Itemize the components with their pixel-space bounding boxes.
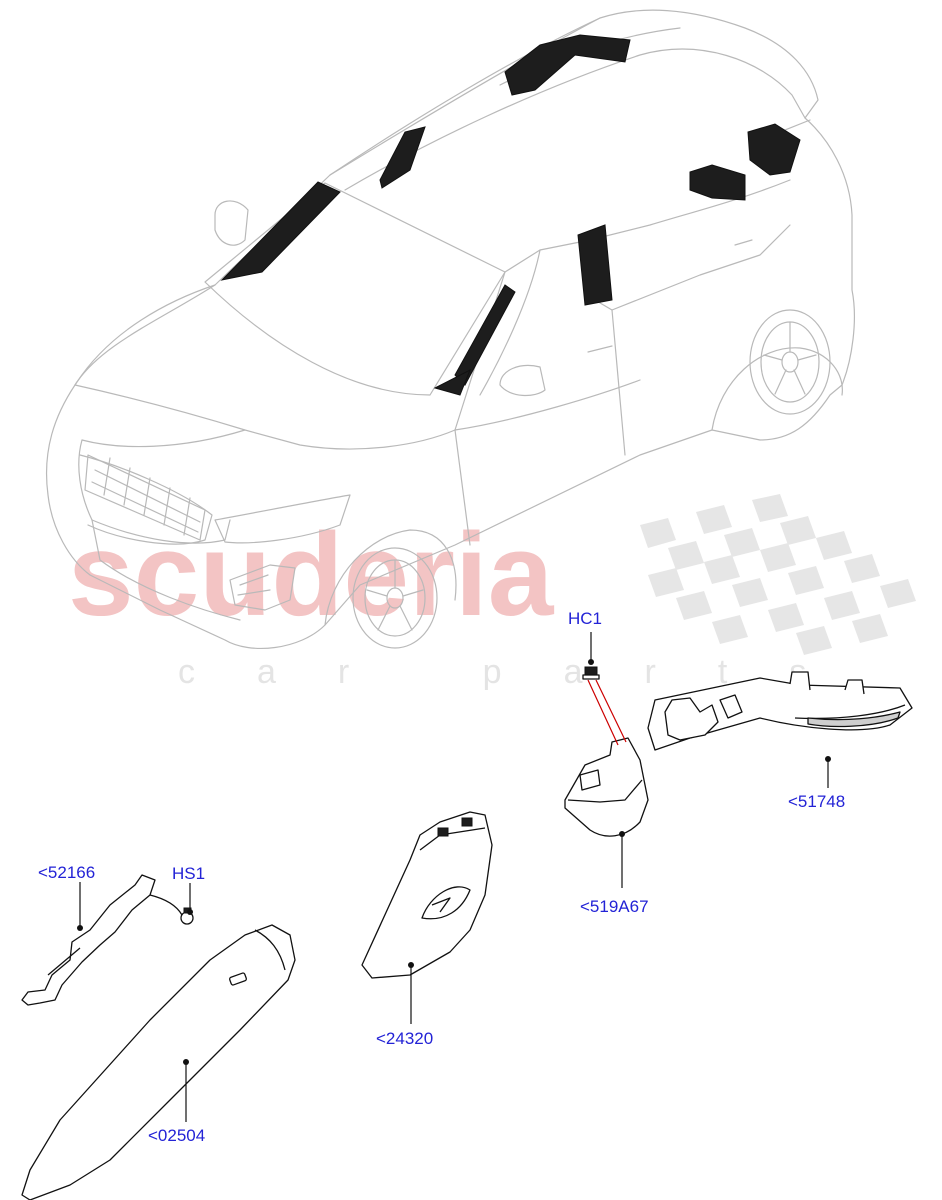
callout-52166[interactable]: <52166: [38, 863, 95, 882]
vehicle-outline: [45, 9, 855, 650]
watermark-brand: scuderia: [68, 509, 555, 641]
part-52166-bracket[interactable]: [21, 874, 156, 1006]
part-hc1-clip[interactable]: [582, 659, 600, 680]
part-24320-pillar-trim[interactable]: [361, 811, 493, 979]
callout-hc1[interactable]: HC1: [568, 609, 602, 628]
part-hs1-fastener[interactable]: [149, 894, 194, 925]
guide-line-hc1-b: [595, 679, 627, 743]
watermark-tagline: car parts: [178, 653, 868, 691]
callout-02504[interactable]: <02504: [148, 1126, 205, 1145]
part-02504-a-pillar-trim[interactable]: [21, 924, 296, 1200]
guide-line-hc1-a: [587, 679, 619, 746]
vehicle-trim-highlights: [220, 34, 801, 396]
watermark-checker-flag: [640, 494, 916, 655]
part-519a67-corner-cover[interactable]: [564, 737, 649, 837]
callout-24320[interactable]: <24320: [376, 1029, 433, 1048]
callout-519a67[interactable]: <519A67: [580, 897, 649, 916]
callout-hs1[interactable]: HS1: [172, 864, 205, 883]
callout-51748[interactable]: <51748: [788, 792, 845, 811]
